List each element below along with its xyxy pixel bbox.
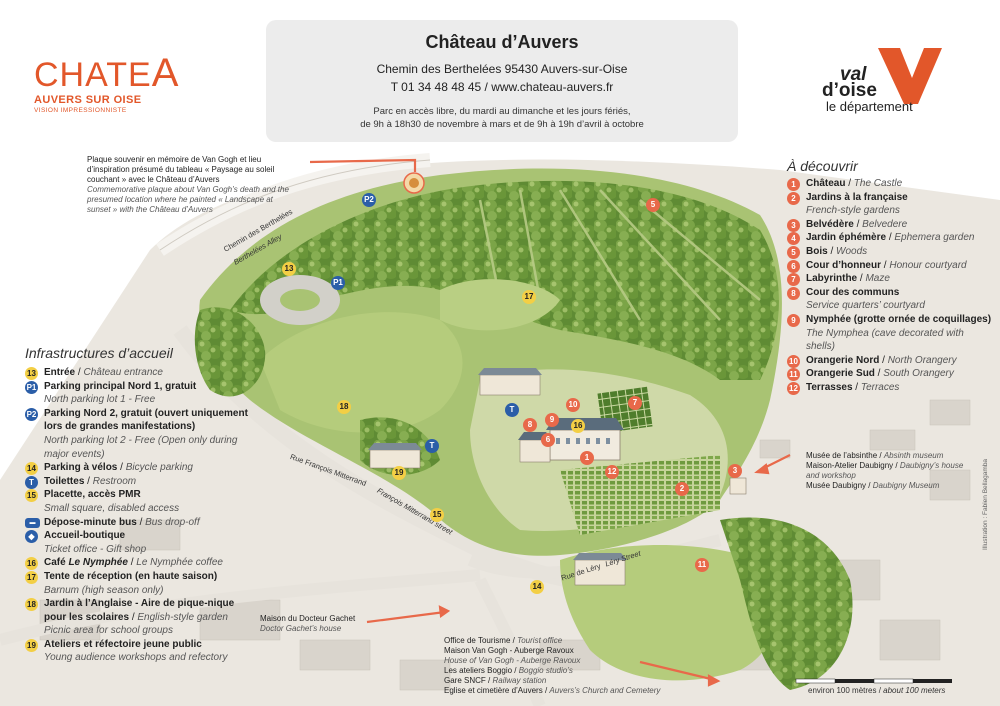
- marker-p2[interactable]: P2: [362, 193, 376, 207]
- marker-toilet[interactable]: T: [505, 403, 519, 417]
- marker-18[interactable]: 18: [337, 400, 351, 414]
- legend-item-2-en: French-style gardens: [806, 205, 900, 217]
- discover-legend-title: À découvrir: [787, 158, 858, 174]
- marker-5[interactable]: 5: [646, 198, 660, 212]
- scale-label: environ 100 mètres / about 100 meters: [808, 686, 946, 695]
- marker-11[interactable]: 11: [695, 558, 709, 572]
- marker-8[interactable]: 8: [523, 418, 537, 432]
- opening-hours-line-1: Parc en accès libre, du mardi au dimanch…: [373, 106, 631, 117]
- infra-item-workshops-en: Young audience workshops and refectory: [44, 652, 228, 664]
- illustration-credit: Illustration : Fabien Bellagamba: [982, 458, 989, 550]
- museums-label: Musée de l’absinthe / Absinth museum Mai…: [806, 451, 964, 490]
- legend-item-8-en: Service quarters’ courtyard: [806, 300, 925, 312]
- logo-departement: le département: [826, 99, 913, 114]
- infra-item-gift-shop-en: Ticket office - Gift shop: [44, 543, 147, 555]
- infra-item-english-garden-en2: Picnic area for school groups: [44, 625, 173, 637]
- marker-16[interactable]: 16: [571, 419, 585, 433]
- van-gogh-plaque-label: Plaque souvenir en mémoire de Van Gogh e…: [87, 155, 289, 214]
- marker-7[interactable]: 7: [628, 396, 642, 410]
- marker-toilet-2[interactable]: T: [425, 439, 439, 453]
- gachet-house-label: Maison du Docteur Gachet Doctor Gachet’s…: [260, 614, 356, 633]
- val-doise-v-icon: [878, 48, 942, 104]
- infra-item-parking-1-en: North parking lot 1 - Free: [44, 394, 156, 406]
- infra-item-small-square-en: Small square, disabled access: [44, 502, 180, 514]
- marker-10[interactable]: 10: [566, 398, 580, 412]
- bus-icon: ▬: [25, 517, 40, 528]
- ticket-icon: ◆: [25, 530, 38, 544]
- infra-item-bus-dropoff: ▬Dépose-minute bus / Bus drop-off: [25, 516, 251, 530]
- legend-item-9-en: The Nymphea (cave decorated with shells): [806, 327, 964, 353]
- page-title: Château d’Auvers: [425, 32, 579, 52]
- marker-17[interactable]: 17: [522, 290, 536, 304]
- opening-hours-line-2: de 9h à 18h30 de novembre à mars et de 9…: [360, 119, 644, 130]
- marker-12[interactable]: 12: [605, 465, 619, 479]
- marker-14[interactable]: 14: [530, 580, 544, 594]
- infra-item-parking-2-en: North parking lot 2 - Free (Open only du…: [44, 434, 238, 460]
- infra-item-gift-shop: ◆Accueil-boutique: [25, 529, 251, 544]
- marker-3[interactable]: 3: [728, 464, 742, 478]
- logo-val: val: [840, 64, 867, 85]
- val-doise-logo: val d’oise le département: [818, 48, 948, 118]
- marker-p1[interactable]: P1: [331, 276, 345, 290]
- marker-1[interactable]: 1: [580, 451, 594, 465]
- marker-13[interactable]: 13: [282, 262, 296, 276]
- marker-9[interactable]: 9: [545, 413, 559, 427]
- town-sites-label: Office de Tourisme / Tourist office Mais…: [444, 636, 661, 695]
- phone-website: T 01 34 48 48 45 / www.chateau-auvers.fr: [390, 80, 614, 94]
- info-box: Château d’Auvers Chemin des Berthelées 9…: [266, 20, 738, 142]
- infra-item-tent-en: Barnum (high season only): [44, 584, 164, 596]
- marker-6[interactable]: 6: [541, 433, 555, 447]
- infra-legend-title: Infrastructures d’accueil: [25, 345, 173, 361]
- logo-subtitle: AUVERS SUR OISE: [34, 94, 142, 106]
- marker-2[interactable]: 2: [675, 482, 689, 496]
- logo-doise: d’oise: [822, 80, 877, 101]
- marker-15[interactable]: 15: [430, 508, 444, 522]
- marker-19[interactable]: 19: [392, 466, 406, 480]
- logo-brand-a: A: [151, 51, 180, 95]
- address: Chemin des Berthelées 95430 Auvers-sur-O…: [376, 62, 628, 76]
- chateau-auvers-logo: CHATEA AUVERS SUR OISE VISION IMPRESSION…: [34, 51, 234, 114]
- logo-tagline: VISION IMPRESSIONNISTE: [34, 107, 127, 114]
- logo-brand-text: CHATE: [34, 56, 152, 94]
